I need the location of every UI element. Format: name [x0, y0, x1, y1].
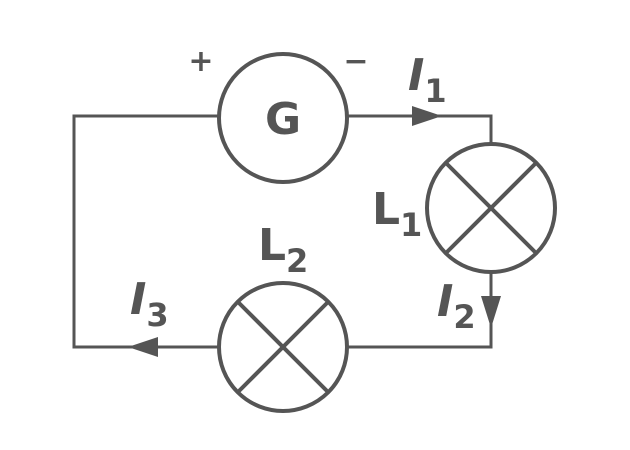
current-i1-subscript: 1 — [424, 72, 446, 110]
generator-minus-sign: − — [343, 44, 368, 79]
current-i3-letter: I — [130, 274, 146, 325]
current-i2-subscript: 2 — [453, 298, 475, 336]
generator-circle — [217, 52, 349, 184]
generator-label: G — [265, 94, 301, 145]
lamp-l2-label: L2 — [258, 220, 308, 280]
lamp-l2-letter: L — [258, 220, 286, 271]
current-i3-subscript: 3 — [146, 296, 168, 334]
lamp-l2-subscript: 2 — [286, 242, 308, 280]
current-i2-arrow — [481, 296, 501, 328]
current-i1-label: I1 — [408, 50, 447, 110]
current-i1-letter: I — [408, 50, 424, 101]
generator: G + − — [188, 44, 369, 184]
lamp-l1 — [425, 142, 557, 274]
lamp-l1-label: L1 — [372, 184, 422, 244]
lamp-l1-letter: L — [372, 184, 400, 235]
current-i3-arrow — [128, 337, 158, 357]
lamp-l1-subscript: 1 — [400, 206, 422, 244]
lamp-l1-cross-line — [444, 161, 538, 255]
current-i1-arrow — [412, 106, 442, 126]
generator-plus-sign: + — [188, 44, 213, 79]
current-i2-letter: I — [437, 276, 453, 327]
lamp-l2-cross-line — [236, 300, 330, 394]
lamp-l2 — [217, 281, 349, 413]
current-i3-label: I3 — [130, 274, 169, 334]
current-i2-label: I2 — [437, 276, 476, 336]
